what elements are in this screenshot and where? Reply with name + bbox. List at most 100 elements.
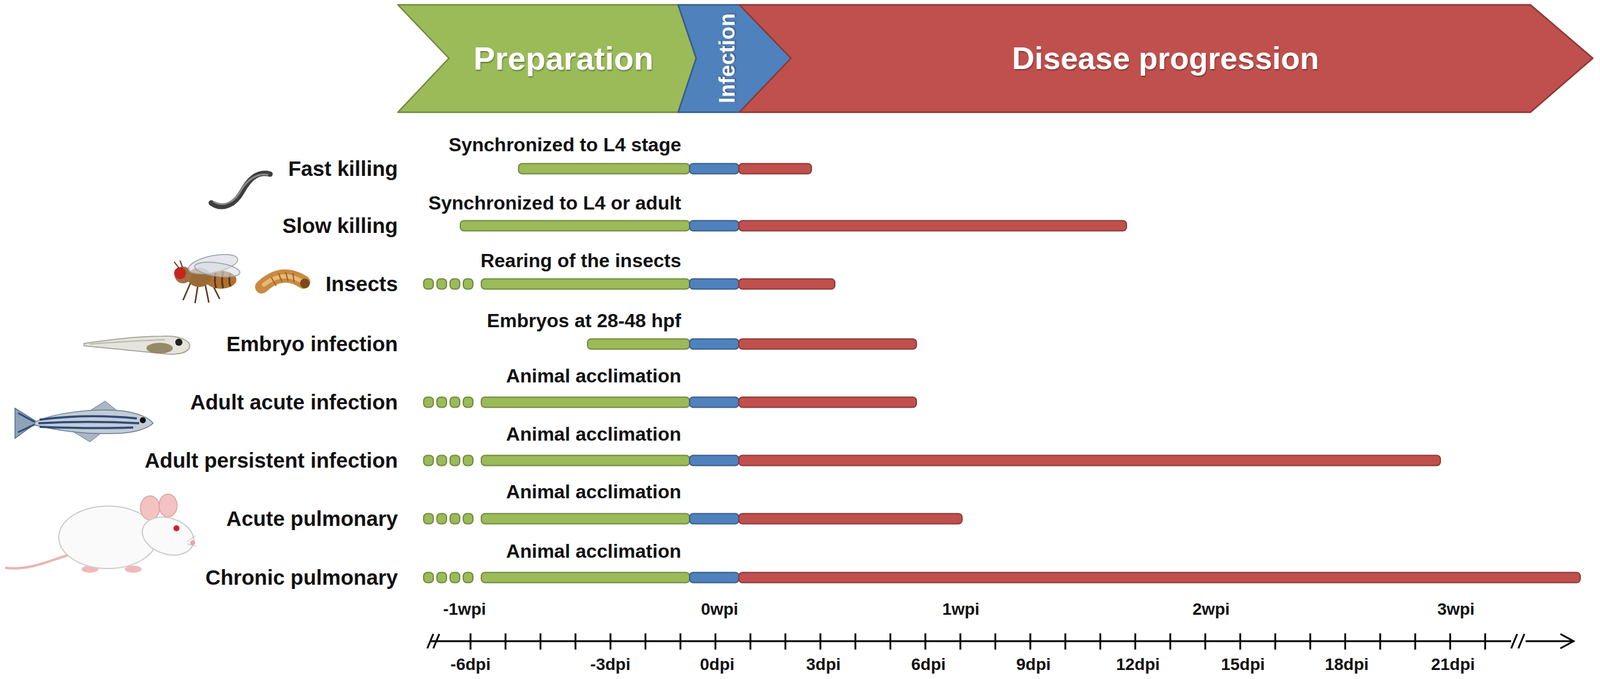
axis-tick [1239, 633, 1242, 650]
axis-tick [1029, 633, 1032, 650]
axis-tick [1344, 633, 1347, 650]
preparation-dash [423, 572, 434, 583]
axis-tick [1414, 633, 1417, 650]
model-label: Adult persistent infection [144, 448, 398, 473]
day-tick-label: 0dpi [699, 654, 735, 674]
preparation-dash [436, 397, 447, 408]
week-tick-label: 2wpi [1192, 599, 1230, 619]
axis-tick [1099, 633, 1102, 650]
phase-title: Preparation [473, 42, 654, 75]
preparation-dash [463, 279, 473, 290]
larva-head [300, 278, 310, 289]
mouse-eye [173, 525, 180, 532]
disease-bar [738, 220, 1127, 232]
preparation-bar [460, 220, 690, 232]
axis-line [429, 640, 1512, 643]
infection-bar [689, 455, 739, 466]
larva-segments [271, 271, 295, 286]
stage-note: Synchronized to L4 stage [448, 133, 682, 157]
axis-tick [959, 633, 962, 650]
embryo-body [84, 336, 190, 355]
larva-illustration [261, 271, 310, 289]
axis-tick [1484, 633, 1486, 650]
infection-bar [689, 572, 739, 583]
week-tick-label: 3wpi [1437, 599, 1475, 619]
mouse-illustration [6, 493, 199, 573]
axis-tick [469, 633, 472, 650]
axis-arrowhead [1560, 633, 1574, 649]
axis-tick [1134, 633, 1137, 650]
worm-highlight [213, 174, 268, 205]
preparation-bar [518, 163, 690, 175]
axis-tick [1309, 633, 1312, 650]
disease-bar [738, 279, 835, 290]
axis-line [1525, 640, 1573, 643]
larva-body [261, 276, 304, 287]
disease-bar [738, 163, 812, 175]
axis-tick [1274, 633, 1276, 650]
fly-antennae [174, 260, 183, 268]
axis-tick [1204, 633, 1207, 650]
timeline-bars [423, 163, 1581, 583]
model-label: Fast killing [288, 156, 398, 181]
day-tick-label: 18dpi [1324, 654, 1369, 674]
preparation-dash [450, 572, 460, 583]
week-tick-label: -1wpi [442, 599, 487, 619]
axis-tick [714, 633, 717, 650]
infection-bar [689, 397, 739, 408]
axis-tick [1064, 633, 1067, 650]
zebrafish-illustration [15, 400, 154, 442]
preparation-dash [450, 279, 460, 290]
infection-bar [689, 163, 739, 175]
stage-note: Synchronized to L4 or adult [428, 192, 682, 215]
preparation-dash [463, 513, 473, 524]
mouse-tail [6, 555, 68, 569]
week-tick-label: 0wpi [700, 599, 739, 619]
week-tick-label: 1wpi [942, 599, 980, 619]
axis-tick [854, 633, 857, 650]
model-label: Slow killing [282, 213, 398, 238]
axis-ticks [470, 633, 1486, 650]
day-tick-label: 6dpi [911, 654, 946, 674]
fish-tail-stripes [18, 412, 35, 433]
time-axis [427, 633, 1574, 650]
disease-bar [738, 397, 917, 408]
larva-highlight [264, 276, 302, 285]
preparation-dash [436, 572, 447, 583]
mouse-ear [140, 495, 160, 520]
fish-stripes [38, 415, 140, 428]
axis-tick [784, 633, 787, 650]
model-label: Embryo infection [226, 331, 398, 356]
model-label: Chronic pulmonary [205, 565, 398, 590]
axis-tick [539, 633, 542, 650]
fish-dorsal-fin [90, 400, 118, 411]
axis-break [1511, 633, 1525, 649]
stage-note: Animal acclimation [505, 364, 682, 388]
phase-title: Infection [716, 13, 739, 104]
mouse-whiskers [187, 535, 197, 547]
disease-bar [738, 572, 1581, 583]
phase-title: Disease progression [1011, 42, 1320, 74]
axis-tick [749, 633, 752, 650]
axis-tick [994, 633, 997, 650]
preparation-dash [463, 397, 473, 408]
model-label: Acute pulmonary [226, 506, 398, 531]
day-tick-label: 3dpi [806, 654, 841, 674]
fish-eye [139, 417, 146, 424]
infection-bar [689, 279, 739, 290]
preparation-dash [423, 513, 434, 524]
axis-tick [609, 633, 612, 650]
preparation-dash [436, 513, 447, 524]
disease-bar [738, 513, 963, 524]
fish-tail [15, 408, 38, 439]
preparation-dash [423, 397, 434, 408]
fish-body [34, 409, 154, 434]
axis-tick [1379, 633, 1381, 650]
axis-tick [924, 633, 927, 650]
preparation-bar [481, 513, 690, 524]
stage-note: Rearing of the insects [480, 249, 682, 272]
chevron-fill [397, 4, 697, 113]
fly-wing [193, 259, 241, 280]
preparation-bar [481, 572, 690, 583]
